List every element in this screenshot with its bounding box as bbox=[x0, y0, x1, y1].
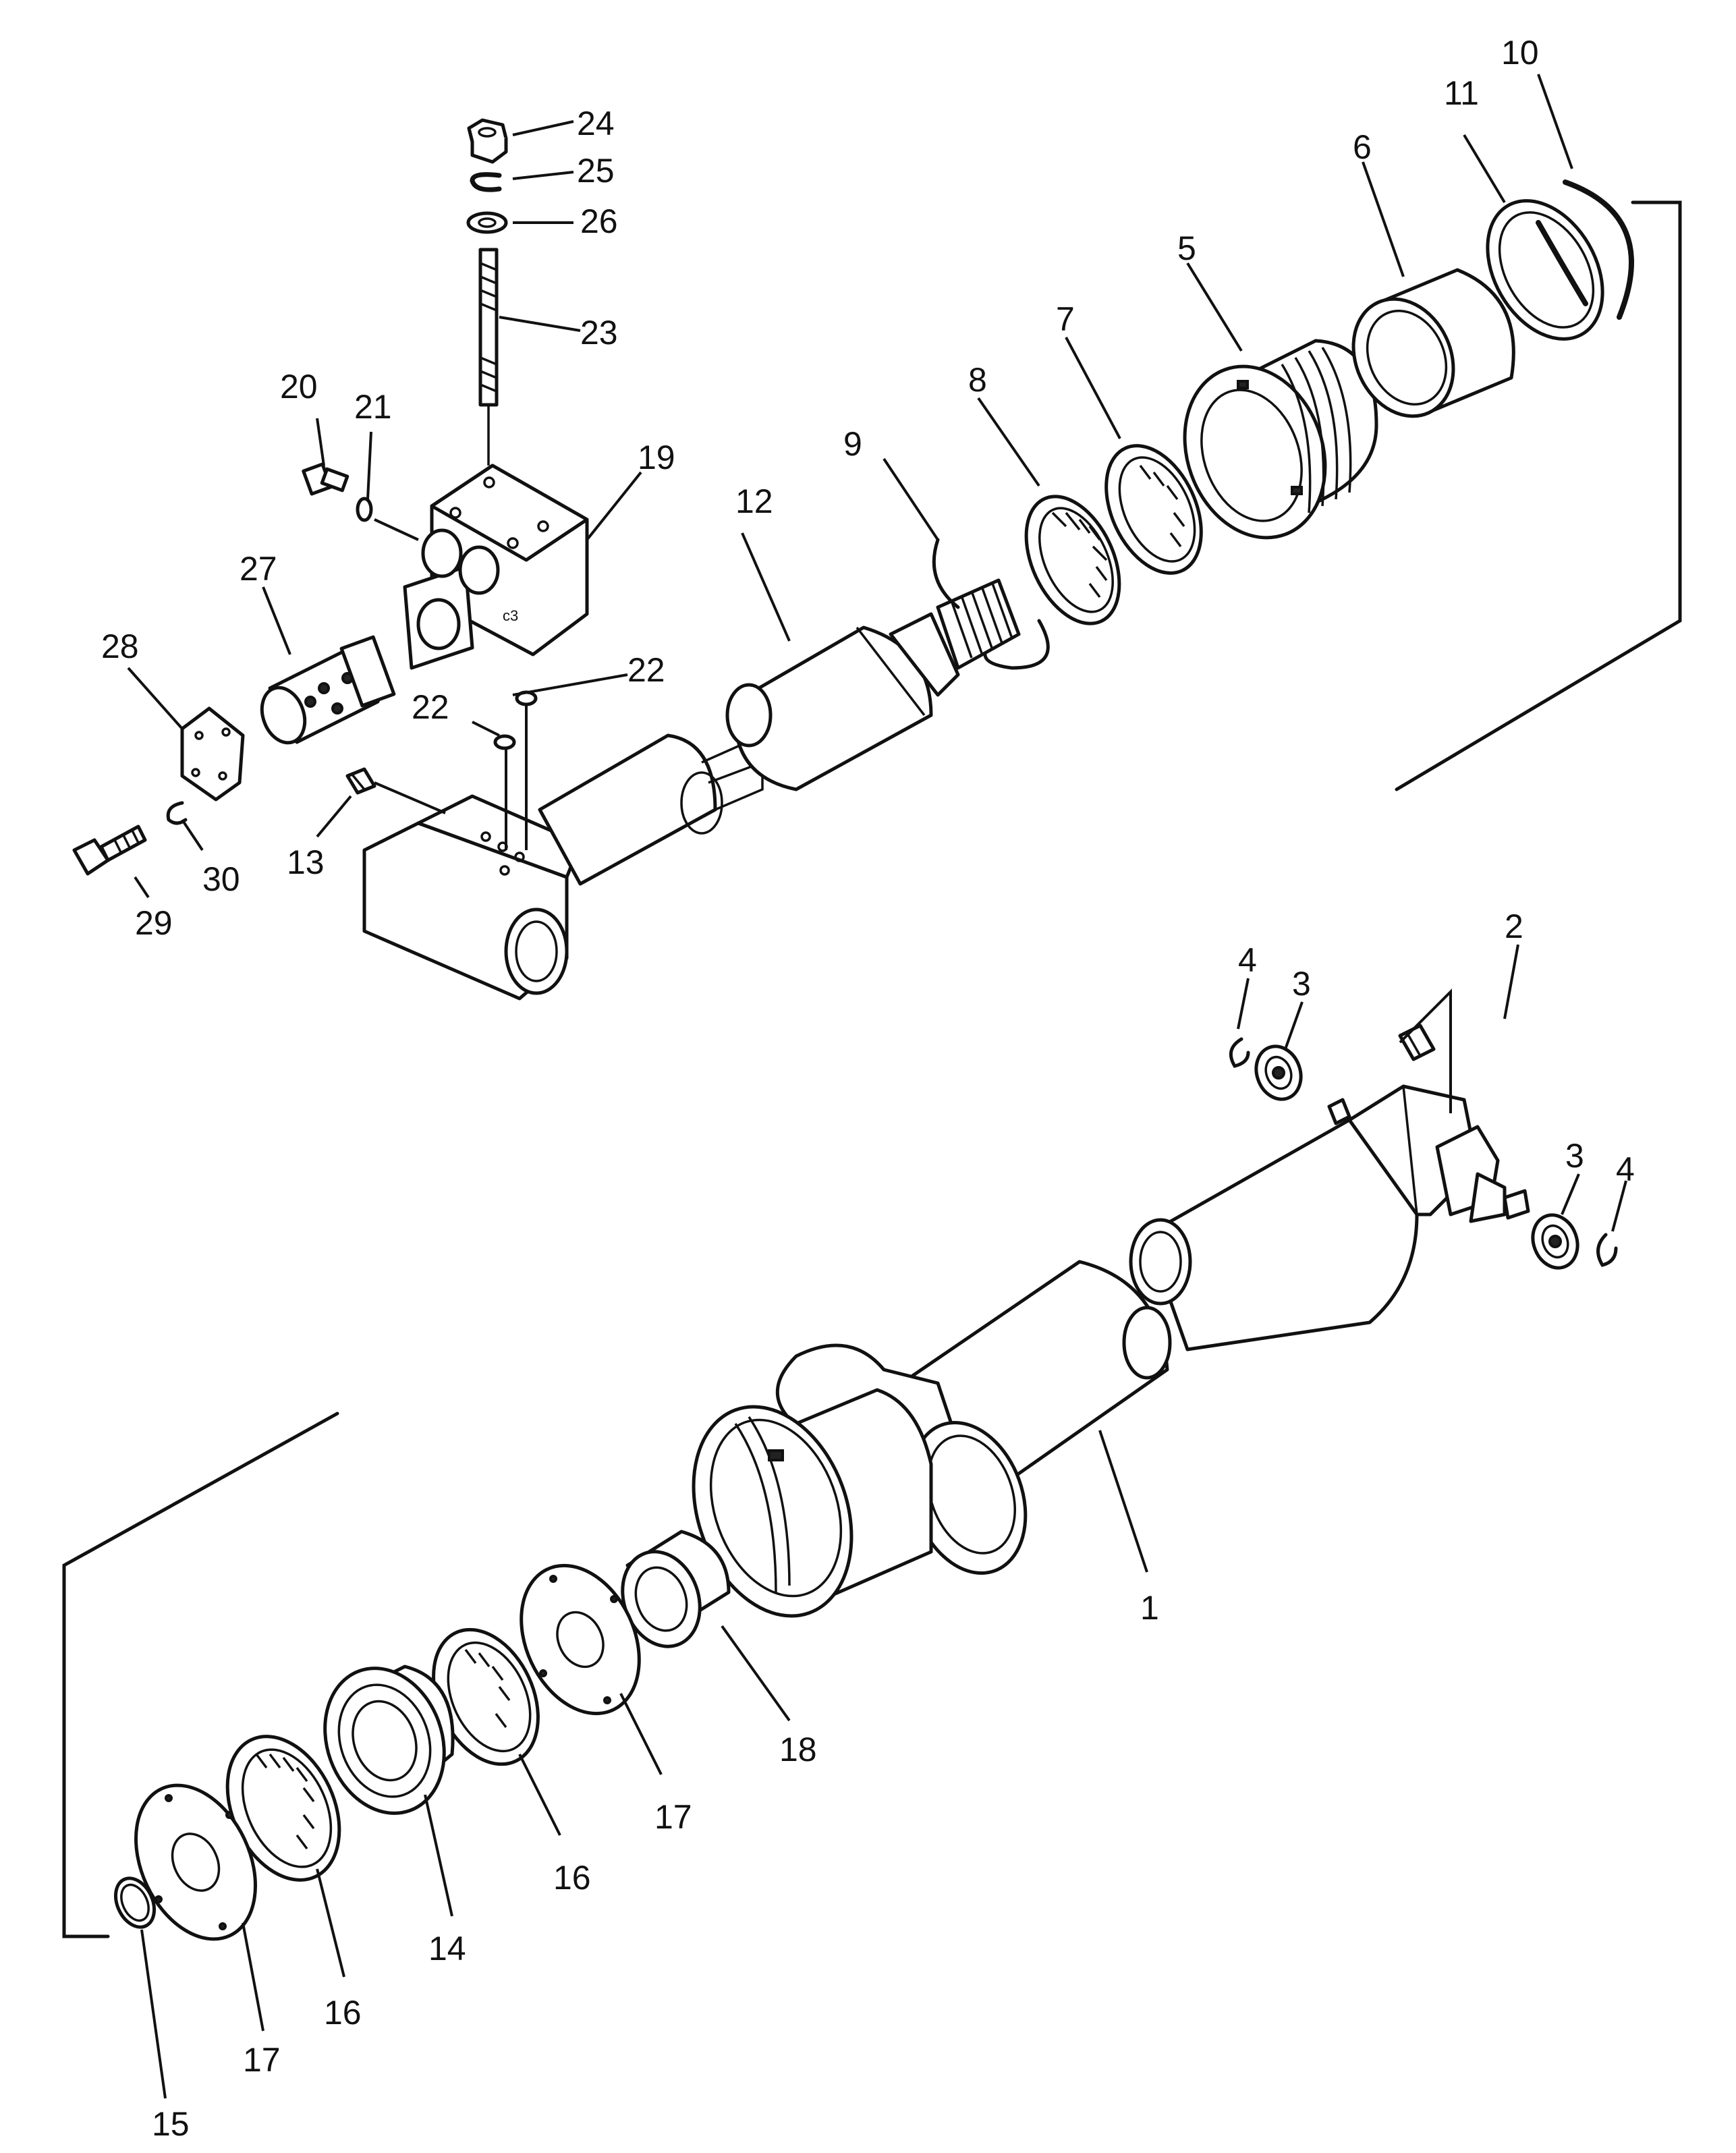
callout-3a: 3 bbox=[1292, 965, 1311, 1003]
plate-17b bbox=[134, 1783, 257, 1941]
wear-ring-8 bbox=[1024, 495, 1121, 625]
washer-30 bbox=[166, 801, 188, 825]
callout-18: 18 bbox=[779, 1731, 817, 1768]
callout-5: 5 bbox=[1177, 229, 1196, 267]
upper-assembly: c3 bbox=[72, 74, 1682, 1001]
bushing-6 bbox=[1351, 268, 1515, 418]
callout-11: 11 bbox=[1444, 74, 1479, 112]
cartridge-27 bbox=[260, 635, 396, 745]
stud-23 bbox=[478, 248, 499, 466]
spring-washer-25 bbox=[470, 172, 502, 192]
cover-28 bbox=[180, 706, 245, 802]
snap-ring-4a bbox=[1229, 1037, 1250, 1068]
callout-15: 15 bbox=[152, 2105, 190, 2143]
seal-11 bbox=[1486, 199, 1604, 341]
callout-12: 12 bbox=[735, 482, 773, 520]
cylinder-bottom bbox=[1129, 1084, 1530, 1351]
callout-17a: 17 bbox=[654, 1798, 692, 1836]
piston-rod bbox=[725, 578, 1021, 791]
bolt-29 bbox=[72, 824, 147, 876]
bearing-3b bbox=[1531, 1213, 1579, 1270]
callout-8: 8 bbox=[968, 361, 987, 399]
callout-19: 19 bbox=[638, 439, 675, 476]
callout-16a: 16 bbox=[553, 1859, 591, 1897]
callout-20: 20 bbox=[280, 368, 318, 406]
lower-bracket-line bbox=[62, 1411, 339, 1938]
callout-7: 7 bbox=[1056, 300, 1075, 338]
plate-17a bbox=[520, 1563, 641, 1716]
o-ring-21 bbox=[356, 497, 373, 522]
nut-24 bbox=[467, 118, 508, 164]
grease-nipple-2 bbox=[1398, 988, 1452, 1113]
o-ring-22b bbox=[493, 734, 516, 750]
callout-23: 23 bbox=[580, 314, 618, 352]
grease-fitting-13 bbox=[345, 767, 376, 795]
callout-17b: 17 bbox=[243, 2041, 281, 2079]
ring-7 bbox=[1104, 444, 1203, 575]
callout-14: 14 bbox=[428, 1930, 466, 1967]
callout-26: 26 bbox=[580, 202, 618, 240]
cylinder-head-5 bbox=[1183, 339, 1378, 540]
snap-ring-4b bbox=[1596, 1233, 1618, 1267]
cylinder-tube bbox=[692, 1260, 1172, 1618]
upper-bracket-line bbox=[1395, 200, 1682, 791]
lower-assembly bbox=[62, 944, 1627, 2099]
piston-14 bbox=[323, 1665, 455, 1815]
upper-leader-lines bbox=[127, 74, 1573, 899]
callout-16b: 16 bbox=[324, 1994, 362, 2032]
svg-text:c3: c3 bbox=[503, 607, 518, 624]
o-ring-15 bbox=[113, 1876, 157, 1929]
rod-tube bbox=[538, 733, 764, 886]
callout-2: 2 bbox=[1505, 907, 1523, 945]
snap-ring-9 bbox=[932, 538, 960, 609]
callout-29: 29 bbox=[135, 904, 173, 942]
callout-9: 9 bbox=[843, 425, 862, 463]
callout-3b: 3 bbox=[1565, 1137, 1584, 1175]
rod-eye bbox=[362, 794, 582, 1001]
ring-16a bbox=[432, 1627, 540, 1766]
piston-18 bbox=[621, 1530, 731, 1648]
callout-4b: 4 bbox=[1616, 1150, 1635, 1188]
snap-ring-10 bbox=[1563, 179, 1634, 320]
callout-24: 24 bbox=[577, 105, 615, 142]
callout-1: 1 bbox=[1140, 1589, 1159, 1627]
callout-22a: 22 bbox=[627, 651, 665, 689]
callout-6: 6 bbox=[1353, 128, 1372, 166]
callout-10: 10 bbox=[1501, 34, 1539, 72]
callout-25: 25 bbox=[577, 152, 615, 190]
plug-20 bbox=[302, 462, 349, 496]
callout-30: 30 bbox=[202, 860, 240, 898]
callout-27: 27 bbox=[240, 550, 277, 588]
callout-13: 13 bbox=[287, 843, 325, 881]
callout-22b: 22 bbox=[412, 688, 449, 726]
bearing-3a bbox=[1254, 1044, 1303, 1101]
callout-labels: 1 2 3 3 4 4 5 6 7 8 9 10 11 12 13 14 15 … bbox=[101, 34, 1635, 2143]
callout-28: 28 bbox=[101, 627, 139, 665]
lower-leader-lines bbox=[140, 944, 1627, 2099]
callout-4a: 4 bbox=[1238, 941, 1257, 979]
callout-21: 21 bbox=[354, 388, 392, 426]
washer-26 bbox=[466, 211, 508, 234]
valve-block-19: c3 bbox=[403, 464, 589, 670]
